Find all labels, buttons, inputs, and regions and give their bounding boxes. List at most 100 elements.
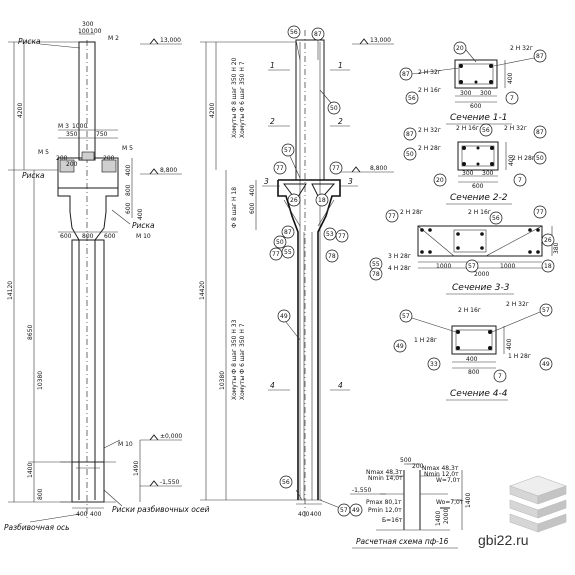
mark-m5-left: М 5 bbox=[38, 149, 49, 156]
dim-v600: 600 bbox=[125, 202, 132, 214]
mark-m10-bottom: М 10 bbox=[118, 441, 133, 448]
dim-v600-right: 600 bbox=[249, 202, 256, 214]
s3-mark-56: 56 bbox=[492, 215, 500, 222]
s3-rebar-tl: 2 Н 28г bbox=[400, 209, 423, 216]
mark-56-bottom: 56 bbox=[282, 479, 290, 486]
dim-v400-right: 400 bbox=[249, 184, 256, 196]
section-mark-3b: 3 bbox=[348, 177, 353, 186]
dim-top-b: 100 bbox=[78, 28, 90, 35]
dim-w600a: 600 bbox=[60, 233, 72, 240]
s3-dim-w: 2000 bbox=[474, 271, 489, 278]
gbi-stack-logo bbox=[509, 475, 567, 533]
mark-56-top: 56 bbox=[290, 29, 298, 36]
calc-line-3: Nmin 12,0т bbox=[424, 471, 459, 478]
s4-rebar-tr: 2 Н 32г bbox=[506, 301, 529, 308]
s3-mark-77b: 77 bbox=[536, 209, 544, 216]
s1-rebar-right: 2 Н 32г bbox=[510, 45, 533, 52]
s2-mark-87a: 87 bbox=[406, 131, 414, 138]
s3-dim-a: 1000 bbox=[436, 263, 451, 270]
level-top: 13,000 bbox=[160, 37, 181, 44]
dim-w800: 800 bbox=[82, 233, 94, 240]
riska-bottom-label: Риски разбивочных осей bbox=[112, 505, 210, 514]
section-2-2 bbox=[403, 123, 547, 187]
dim-h1490: 1490 bbox=[133, 461, 140, 476]
mark-55: 55 bbox=[284, 249, 292, 256]
rebar-mark-circles bbox=[269, 25, 363, 517]
s3-rebar-tm: 2 Н 16г bbox=[468, 209, 491, 216]
s4-rebar-tl: 2 Н 16г bbox=[458, 307, 481, 314]
level-zero: ±0,000 bbox=[160, 433, 182, 440]
s2-rebar-mid: 2 Н 16г bbox=[456, 125, 479, 132]
s4-mark-49a: 49 bbox=[396, 343, 404, 350]
mark-49: 49 bbox=[280, 313, 288, 320]
section-3-3 bbox=[369, 205, 555, 281]
dim-h10380: 10380 bbox=[37, 371, 44, 390]
note-stirrups-bot: Хомуты Ф 8 шаг 350 Н 33 bbox=[231, 319, 238, 400]
s1-rebar-bot: 2 Н 16г bbox=[418, 87, 441, 94]
embedded-plate-right bbox=[101, 159, 117, 173]
s4-mark-7: 7 bbox=[498, 373, 502, 380]
s4-mark-57b: 57 bbox=[542, 307, 550, 314]
bracket-rebar-left bbox=[283, 183, 307, 201]
s4-dim-h: 400 bbox=[506, 338, 513, 350]
s1-dim-a: 300 bbox=[460, 90, 472, 97]
dim-h8650: 8650 bbox=[27, 325, 34, 340]
left-column-elevation bbox=[8, 33, 182, 523]
s4-mark-49b: 49 bbox=[542, 361, 550, 368]
dim-h14420: 14420 bbox=[199, 281, 206, 300]
note-stirrups-top2: Хомуты Ф 6 шаг 350 Н 7 bbox=[239, 61, 246, 138]
mark-18: 18 bbox=[318, 197, 326, 204]
s4-dim-w: 800 bbox=[468, 369, 480, 376]
section-1-1 bbox=[399, 41, 547, 105]
s1-mark-7: 7 bbox=[510, 95, 514, 102]
dim-w200b: 200 bbox=[66, 161, 78, 168]
note-stirrups-mid: Ф 8 шаг Н 18 bbox=[231, 187, 238, 228]
section-mark-1b: 1 bbox=[338, 61, 343, 70]
s2-mark-87b: 87 bbox=[536, 129, 544, 136]
calc-line-4: Pmax 80,1т bbox=[366, 499, 402, 506]
dim-base-b: 400 bbox=[90, 511, 102, 518]
s1-rebar-left: 2 Н 32г bbox=[418, 69, 441, 76]
dim-top-a: 300 bbox=[82, 21, 94, 28]
calc-dim-d: 2000 bbox=[443, 509, 450, 524]
level-mid: 8,800 bbox=[160, 167, 177, 174]
s1-dim-h: 400 bbox=[507, 72, 514, 84]
s1-title: Сечение 1-1 bbox=[450, 113, 508, 123]
dim-h800: 800 bbox=[37, 488, 44, 500]
riska-top-label: Риска bbox=[18, 37, 41, 46]
dim-base-b-right: 400 bbox=[310, 511, 322, 518]
s1-dim-b: 300 bbox=[480, 90, 492, 97]
dim-w600b: 600 bbox=[104, 233, 116, 240]
section-mark-1a: 1 bbox=[270, 61, 275, 70]
embedded-plate-left bbox=[59, 159, 75, 173]
mark-77a: 77 bbox=[276, 165, 284, 172]
riska-right-label: Риска bbox=[132, 221, 155, 230]
s3-rebar-bl: 3 Н 28г bbox=[388, 253, 411, 260]
calc-dim-a: 500 bbox=[400, 457, 412, 464]
s2-rebar-right: 2 Н 32г bbox=[504, 125, 527, 132]
mark-77d: 77 bbox=[272, 251, 280, 258]
s3-mark-77a: 77 bbox=[388, 213, 396, 220]
s2-mark-7: 7 bbox=[518, 177, 522, 184]
dim-v800: 800 bbox=[125, 184, 132, 196]
s4-mark-33: 33 bbox=[430, 361, 438, 368]
level-bottom: -1,550 bbox=[160, 479, 180, 486]
section-mark-4a: 4 bbox=[270, 381, 275, 390]
calc-line-0: Nmax 48,3т bbox=[366, 469, 403, 476]
riska-mid-label: Риска bbox=[22, 171, 45, 180]
mark-87-top: 87 bbox=[314, 31, 322, 38]
s1-mark-20: 20 bbox=[456, 45, 464, 52]
dim-w1000: 1000 bbox=[72, 123, 87, 130]
dim-v400: 400 bbox=[125, 164, 132, 176]
dim-h4200-right: 4200 bbox=[209, 103, 216, 118]
s3-dim-h: 380 bbox=[553, 242, 560, 254]
s1-mark-56: 56 bbox=[408, 95, 416, 102]
calc-line-7: W=7,0т bbox=[436, 477, 461, 484]
s2-mark-20: 20 bbox=[436, 177, 444, 184]
mark-78: 78 bbox=[328, 253, 336, 260]
s2-title: Сечение 2-2 bbox=[450, 193, 508, 203]
dim-h10380-right: 10380 bbox=[219, 371, 226, 390]
calc-line-8: Б=16т bbox=[382, 517, 403, 524]
s2-rebar-l2: 2 Н 28г bbox=[418, 145, 441, 152]
